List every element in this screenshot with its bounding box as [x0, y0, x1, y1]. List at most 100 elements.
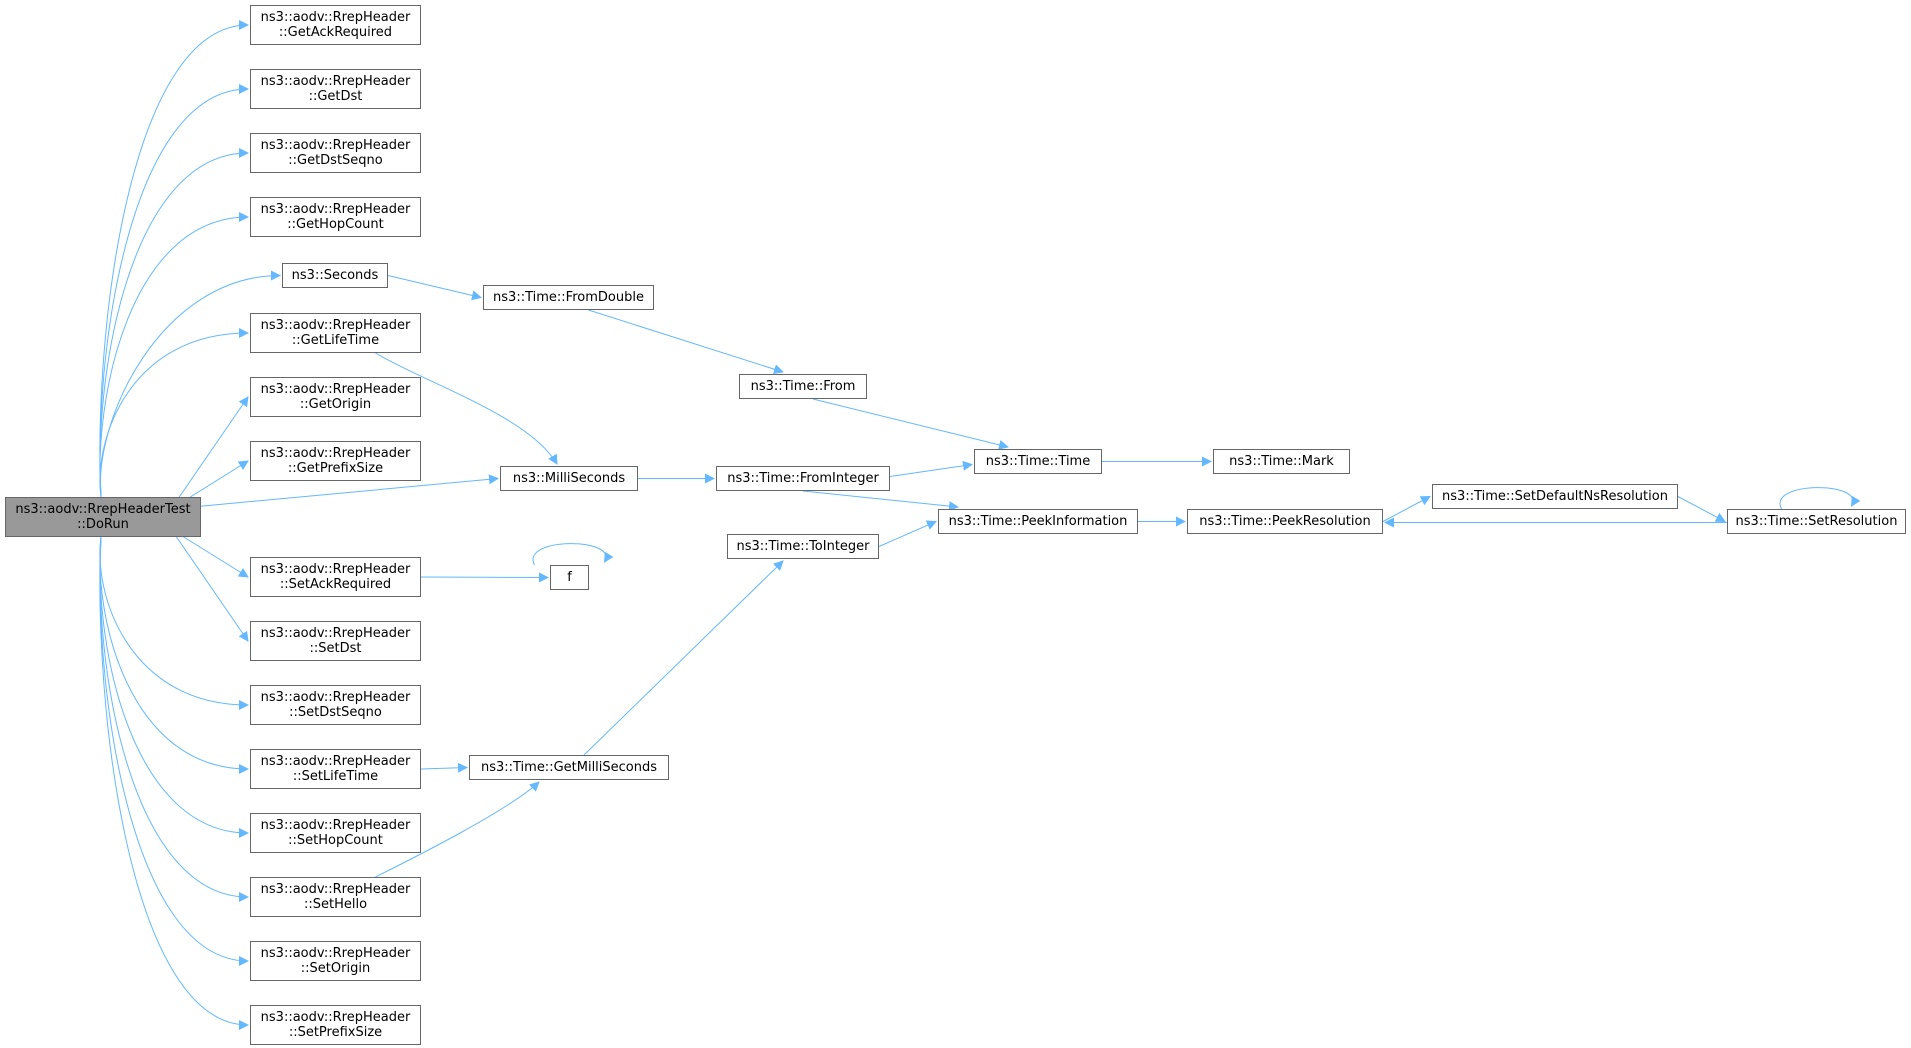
node-label: ::SetOrigin: [300, 961, 371, 976]
node-label: ns3::aodv::RrepHeader: [260, 446, 411, 461]
edge-setresolution-to-setresolution: [1779, 487, 1861, 510]
node-label: ns3::aodv::RrepHeader: [260, 10, 411, 25]
node-label: ns3::aodv::RrepHeader: [260, 74, 411, 89]
edge-setdefaultnsresolution-to-setresolution: [1677, 496, 1726, 522]
node-label: ::SetDst: [309, 641, 362, 656]
node-label: ::GetPrefixSize: [287, 461, 384, 476]
node-label: ::GetDstSeqno: [288, 153, 383, 168]
edge-dorun-to-gethopcount: [99, 212, 249, 498]
edge-getmilliseconds-to-tointeger: [583, 560, 784, 756]
node-peekresolution[interactable]: ns3::Time::PeekResolution: [1187, 509, 1383, 534]
node-getprefixsize[interactable]: ns3::aodv::RrepHeader::GetPrefixSize: [250, 441, 421, 481]
node-getlifetime[interactable]: ns3::aodv::RrepHeader::GetLifeTime: [250, 313, 421, 353]
edge-sethello-to-getmilliseconds: [375, 781, 540, 878]
node-frominteger[interactable]: ns3::Time::FromInteger: [716, 466, 890, 491]
node-label: f: [567, 570, 572, 585]
edge-setlifetime-to-getmilliseconds: [420, 762, 468, 773]
node-label: ns3::aodv::RrepHeader: [260, 690, 411, 705]
node-label: ns3::Time::PeekResolution: [1199, 514, 1371, 529]
node-label: ns3::Seconds: [291, 268, 379, 283]
node-label: ::SetAckRequired: [279, 577, 392, 592]
node-peekinformation[interactable]: ns3::Time::PeekInformation: [938, 509, 1138, 534]
node-label: ns3::Time::FromInteger: [727, 471, 879, 486]
edge-dorun-to-setprefixsize: [99, 536, 249, 1030]
node-setdst[interactable]: ns3::aodv::RrepHeader::SetDst: [250, 621, 421, 661]
node-seconds[interactable]: ns3::Seconds: [282, 263, 388, 288]
node-tointeger[interactable]: ns3::Time::ToInteger: [727, 534, 879, 559]
node-sethopcount[interactable]: ns3::aodv::RrepHeader::SetHopCount: [250, 813, 421, 853]
node-f[interactable]: f: [550, 565, 589, 590]
node-label: ns3::Time::PeekInformation: [948, 514, 1128, 529]
node-gethopcount[interactable]: ns3::aodv::RrepHeader::GetHopCount: [250, 197, 421, 237]
edge-peekresolution-to-setdefaultnsresolution: [1382, 496, 1431, 522]
edge-seconds-to-fromdouble: [387, 275, 482, 301]
node-setdefaultnsresolution[interactable]: ns3::Time::SetDefaultNsResolution: [1432, 484, 1678, 509]
node-label: ::GetHopCount: [287, 217, 384, 232]
node-label: ns3::aodv::RrepHeader: [260, 318, 411, 333]
node-from[interactable]: ns3::Time::From: [739, 374, 867, 399]
edge-tointeger-to-peekinformation: [878, 520, 937, 547]
node-label: ::GetOrigin: [299, 397, 372, 412]
node-mark[interactable]: ns3::Time::Mark: [1213, 449, 1350, 474]
node-getdst[interactable]: ns3::aodv::RrepHeader::GetDst: [250, 69, 421, 109]
node-time[interactable]: ns3::Time::Time: [974, 449, 1102, 474]
node-label: ns3::aodv::RrepHeader: [260, 626, 411, 641]
node-setackrequired[interactable]: ns3::aodv::RrepHeader::SetAckRequired: [250, 557, 421, 597]
node-label: ::GetLifeTime: [291, 333, 380, 348]
edge-dorun-to-getorigin: [170, 396, 249, 510]
node-label: ns3::MilliSeconds: [512, 471, 626, 486]
node-milliseconds[interactable]: ns3::MilliSeconds: [500, 466, 638, 491]
edge-fromdouble-to-from: [588, 309, 784, 375]
node-label: ::GetDst: [308, 89, 363, 104]
edge-f-to-f: [532, 543, 614, 566]
node-label: ::SetHello: [303, 897, 368, 912]
node-label: ns3::Time::SetResolution: [1735, 514, 1898, 529]
edge-dorun-to-milliseconds: [170, 474, 499, 510]
node-getmilliseconds[interactable]: ns3::Time::GetMilliSeconds: [469, 755, 669, 780]
node-label: ns3::aodv::RrepHeader: [260, 882, 411, 897]
edge-dorun-to-seconds: [99, 270, 281, 498]
node-label: ::GetAckRequired: [278, 25, 393, 40]
node-label: ::SetHopCount: [288, 833, 383, 848]
node-setlifetime[interactable]: ns3::aodv::RrepHeader::SetLifeTime: [250, 749, 421, 789]
edge-getlifetime-to-milliseconds: [375, 352, 558, 465]
node-fromdouble[interactable]: ns3::Time::FromDouble: [483, 285, 654, 310]
node-label: ns3::Time::From: [750, 379, 856, 394]
node-label: ns3::aodv::RrepHeaderTest: [15, 502, 191, 517]
node-label: ns3::aodv::RrepHeader: [260, 382, 411, 397]
node-getorigin[interactable]: ns3::aodv::RrepHeader::GetOrigin: [250, 377, 421, 417]
node-dorun: ns3::aodv::RrepHeaderTest::DoRun: [5, 497, 201, 537]
node-setdstseqno[interactable]: ns3::aodv::RrepHeader::SetDstSeqno: [250, 685, 421, 725]
node-label: ns3::Time::Mark: [1229, 454, 1334, 469]
node-label: ns3::aodv::RrepHeader: [260, 202, 411, 217]
node-label: ns3::Time::FromDouble: [493, 290, 644, 305]
node-label: ns3::Time::GetMilliSeconds: [480, 760, 658, 775]
node-label: ns3::aodv::RrepHeader: [260, 946, 411, 961]
node-label: ::DoRun: [77, 517, 129, 532]
node-label: ::SetPrefixSize: [288, 1025, 383, 1040]
edge-dorun-to-setackrequired: [170, 528, 249, 578]
node-label: ns3::aodv::RrepHeader: [260, 1010, 411, 1025]
node-getackrequired[interactable]: ns3::aodv::RrepHeader::GetAckRequired: [250, 5, 421, 45]
edge-from-to-time: [812, 398, 1009, 450]
node-label: ns3::Time::SetDefaultNsResolution: [1442, 489, 1668, 504]
node-label: ns3::Time::Time: [985, 454, 1091, 469]
node-setprefixsize[interactable]: ns3::aodv::RrepHeader::SetPrefixSize: [250, 1005, 421, 1045]
edge-dorun-to-setdst: [170, 528, 249, 642]
edge-frominteger-to-peekinformation: [802, 490, 959, 512]
node-label: ns3::aodv::RrepHeader: [260, 138, 411, 153]
edge-frominteger-to-time: [889, 460, 973, 477]
node-getdstseqno[interactable]: ns3::aodv::RrepHeader::GetDstSeqno: [250, 133, 421, 173]
node-sethello[interactable]: ns3::aodv::RrepHeader::SetHello: [250, 877, 421, 917]
edge-dorun-to-getlifetime: [99, 328, 249, 498]
node-label: ::SetLifeTime: [292, 769, 379, 784]
node-label: ns3::aodv::RrepHeader: [260, 754, 411, 769]
node-label: ::SetDstSeqno: [289, 705, 382, 720]
node-setresolution[interactable]: ns3::Time::SetResolution: [1727, 509, 1906, 534]
node-setorigin[interactable]: ns3::aodv::RrepHeader::SetOrigin: [250, 941, 421, 981]
edge-setackrequired-to-f: [420, 572, 549, 583]
node-label: ns3::aodv::RrepHeader: [260, 818, 411, 833]
node-label: ns3::aodv::RrepHeader: [260, 562, 411, 577]
